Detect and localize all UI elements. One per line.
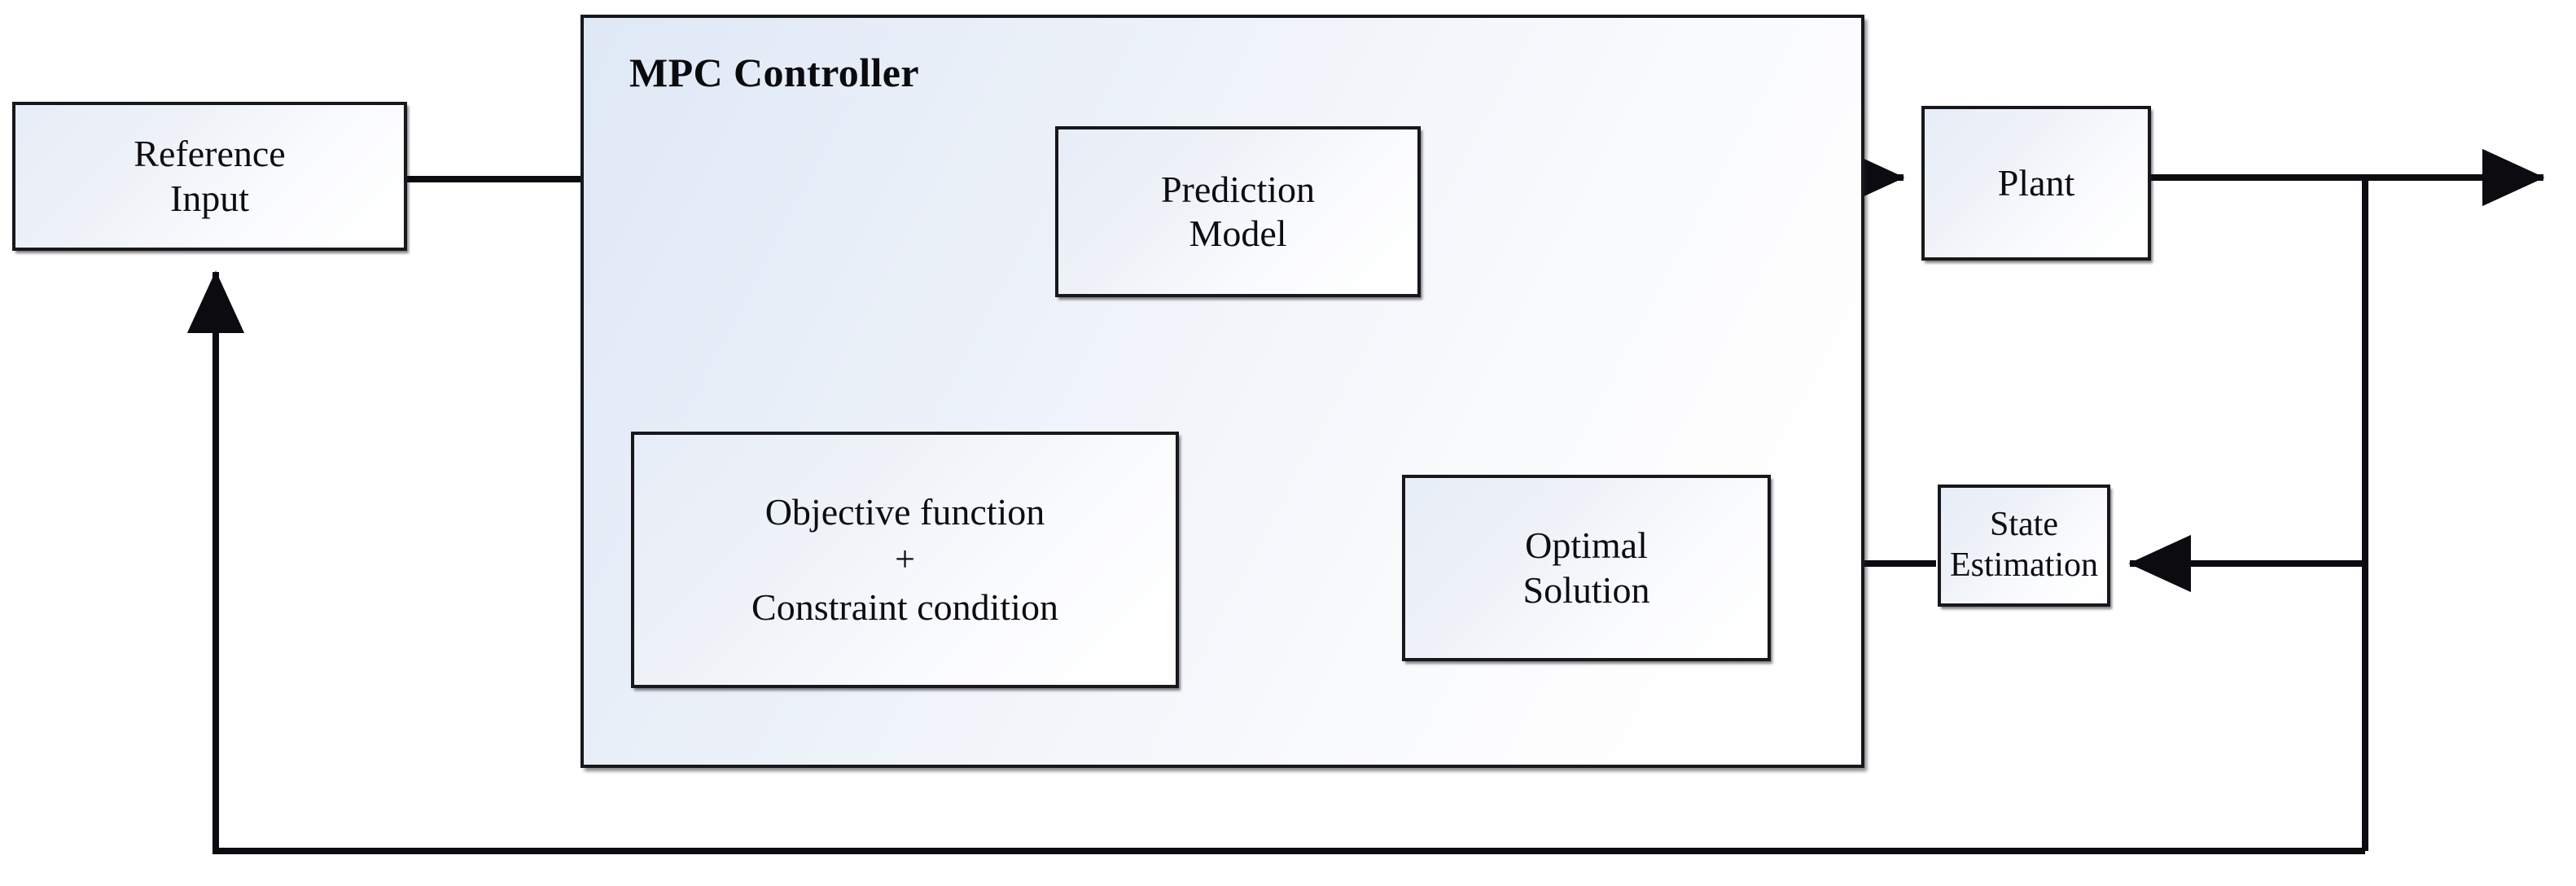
node-objective-line-3: Constraint condition <box>751 586 1058 628</box>
node-plant-line-1: Plant <box>1997 161 2075 204</box>
node-objective-line-1: Objective function <box>764 491 1045 533</box>
node-reference-input: Reference Input <box>12 102 407 251</box>
edge-feedback-bottom <box>186 270 2365 854</box>
node-optimal-solution-line-2: Solution <box>1522 568 1650 611</box>
node-prediction-model-line-1: Prediction <box>1160 168 1316 210</box>
node-plant: Plant <box>1921 106 2151 261</box>
node-reference-input-line-2: Input <box>169 177 250 219</box>
node-objective-plus-symbol: + <box>895 538 915 579</box>
mpc-controller-title: MPC Controller <box>629 50 919 95</box>
node-objective-function: Objective function + Constraint conditio… <box>631 432 1179 688</box>
node-reference-input-line-1: Reference <box>134 133 286 175</box>
node-state-estimation-line-2: Estimation <box>1950 546 2098 584</box>
node-prediction-model-line-2: Model <box>1189 213 1287 254</box>
node-state-estimation: State Estimation <box>1938 485 2110 607</box>
node-state-estimation-line-1: State <box>1990 506 2058 544</box>
node-prediction-model: Prediction Model <box>1055 126 1421 297</box>
node-optimal-solution: Optimal Solution <box>1402 475 1771 661</box>
node-optimal-solution-line-1: Optimal <box>1525 524 1648 567</box>
